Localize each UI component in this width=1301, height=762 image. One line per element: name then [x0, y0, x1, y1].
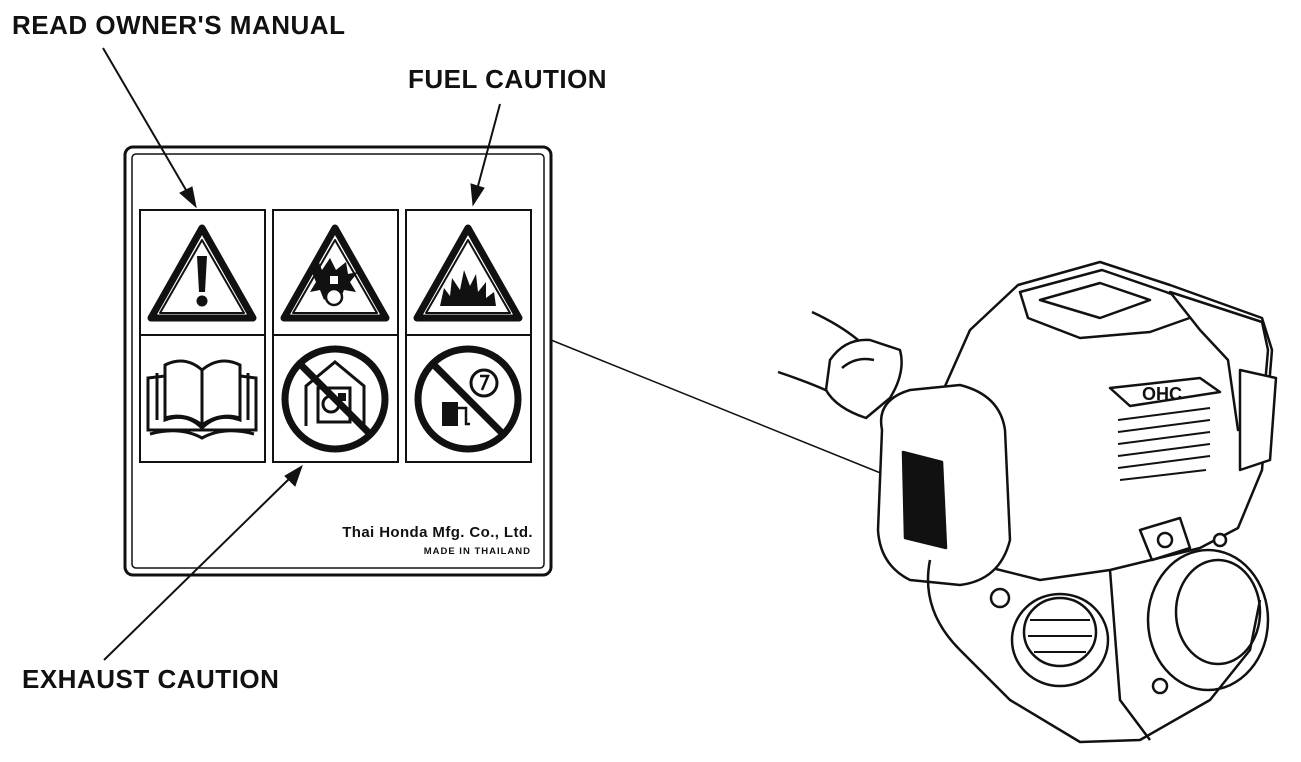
icon-cell [405, 334, 532, 463]
manufacturer-text: Thai Honda Mfg. Co., Ltd. [342, 524, 533, 541]
exhaust-caution-callout: EXHAUST CAUTION [22, 664, 280, 694]
owners-manual-book-icon [146, 359, 258, 440]
explosion-warning-icon [280, 224, 390, 322]
origin-text: MADE IN THAILAND [423, 546, 531, 557]
fuel-caution-callout: FUEL CAUTION [408, 64, 608, 94]
icon-cell [272, 334, 399, 463]
arrowhead [179, 186, 197, 209]
safety-label-panel [123, 145, 553, 577]
warning-exclamation-icon [147, 224, 257, 322]
engine-illustration: OHC [777, 260, 1278, 744]
no-refuel-running-engine-icon [414, 345, 522, 453]
fire-warning-icon [413, 224, 523, 322]
no-indoor-operation-icon [281, 345, 389, 453]
engine-logo-text: OHC [1142, 384, 1182, 404]
arrowhead [470, 183, 485, 207]
icon-cell [139, 334, 266, 463]
label-location-marker [901, 450, 948, 550]
read-owners-manual-callout: READ OWNER'S MANUAL [12, 10, 346, 40]
arrowhead [284, 464, 303, 487]
